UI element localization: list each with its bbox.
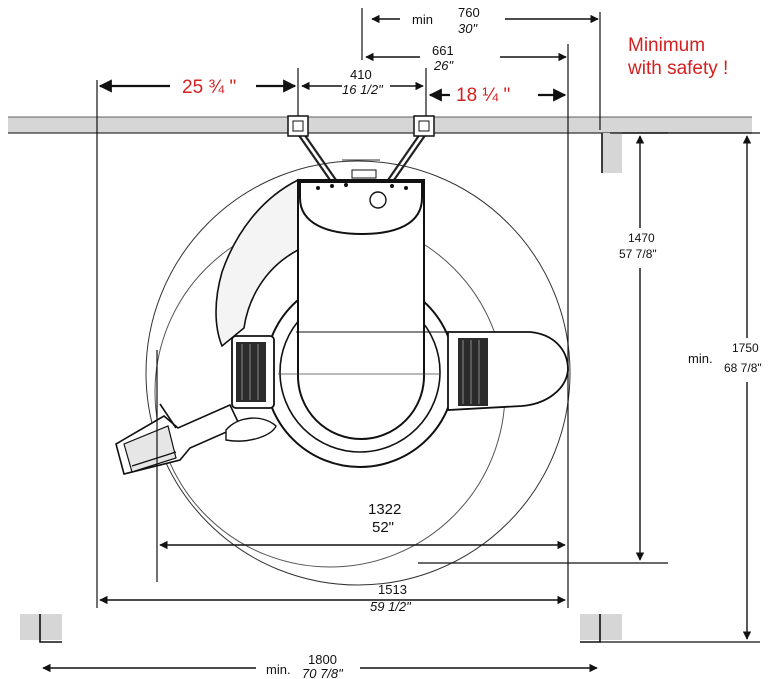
- dim-1322-imperial: 52": [372, 519, 395, 536]
- back-wall: [8, 116, 752, 134]
- wall-stub-right-bottom: [580, 614, 622, 643]
- dim-760-imperial: 30": [458, 21, 478, 36]
- extension-lines: [96, 8, 760, 643]
- dim-1750-imperial: 68 7/8": [724, 361, 762, 375]
- dim-right-offset: 18 ¼ ": [456, 85, 511, 106]
- footrest: [115, 403, 277, 475]
- dim-760-prefix: min: [412, 12, 433, 27]
- dim-1470-imperial: 57 7/8": [619, 247, 657, 261]
- dimension-arrows: [42, 14, 752, 673]
- dim-1750-metric: 1750: [732, 341, 759, 355]
- right-pad: [447, 331, 569, 411]
- dim-661-metric: 661: [432, 43, 454, 58]
- wall-stub-left-bottom: [20, 614, 62, 643]
- dim-1800-prefix: min.: [266, 662, 291, 677]
- dim-410-imperial: 16 1/2": [342, 82, 383, 97]
- headrest: [299, 181, 423, 236]
- wall-stub-right-top: [601, 133, 622, 173]
- wall-bracket-right: [413, 115, 435, 137]
- safety-note-line1: Minimum: [628, 35, 706, 56]
- dim-760-metric: 760: [458, 5, 480, 20]
- headrest-detail: [316, 159, 408, 209]
- dim-410-metric: 410: [350, 67, 372, 82]
- safety-note-line2: with safety !: [628, 58, 729, 79]
- dim-1800-metric: 1800: [308, 652, 337, 667]
- dim-1513-metric: 1513: [378, 582, 407, 597]
- dim-1513-imperial: 59 1/2": [370, 599, 411, 614]
- dim-1800-imperial: 70 7/8": [302, 666, 343, 679]
- dim-1470-metric: 1470: [628, 231, 655, 245]
- swing-circle-large: [145, 160, 571, 586]
- saddle-arm: [215, 178, 299, 348]
- wall-bracket-left: [287, 115, 309, 137]
- dim-left-offset: 25 ¾ ": [182, 77, 237, 98]
- dim-1322-metric: 1322: [368, 501, 402, 518]
- left-pad: [231, 335, 275, 409]
- safety-note: Minimum with safety !: [628, 34, 728, 80]
- wall-arms: [297, 133, 427, 181]
- dim-661-imperial: 26": [434, 58, 454, 73]
- dim-1750-prefix: min.: [688, 351, 713, 366]
